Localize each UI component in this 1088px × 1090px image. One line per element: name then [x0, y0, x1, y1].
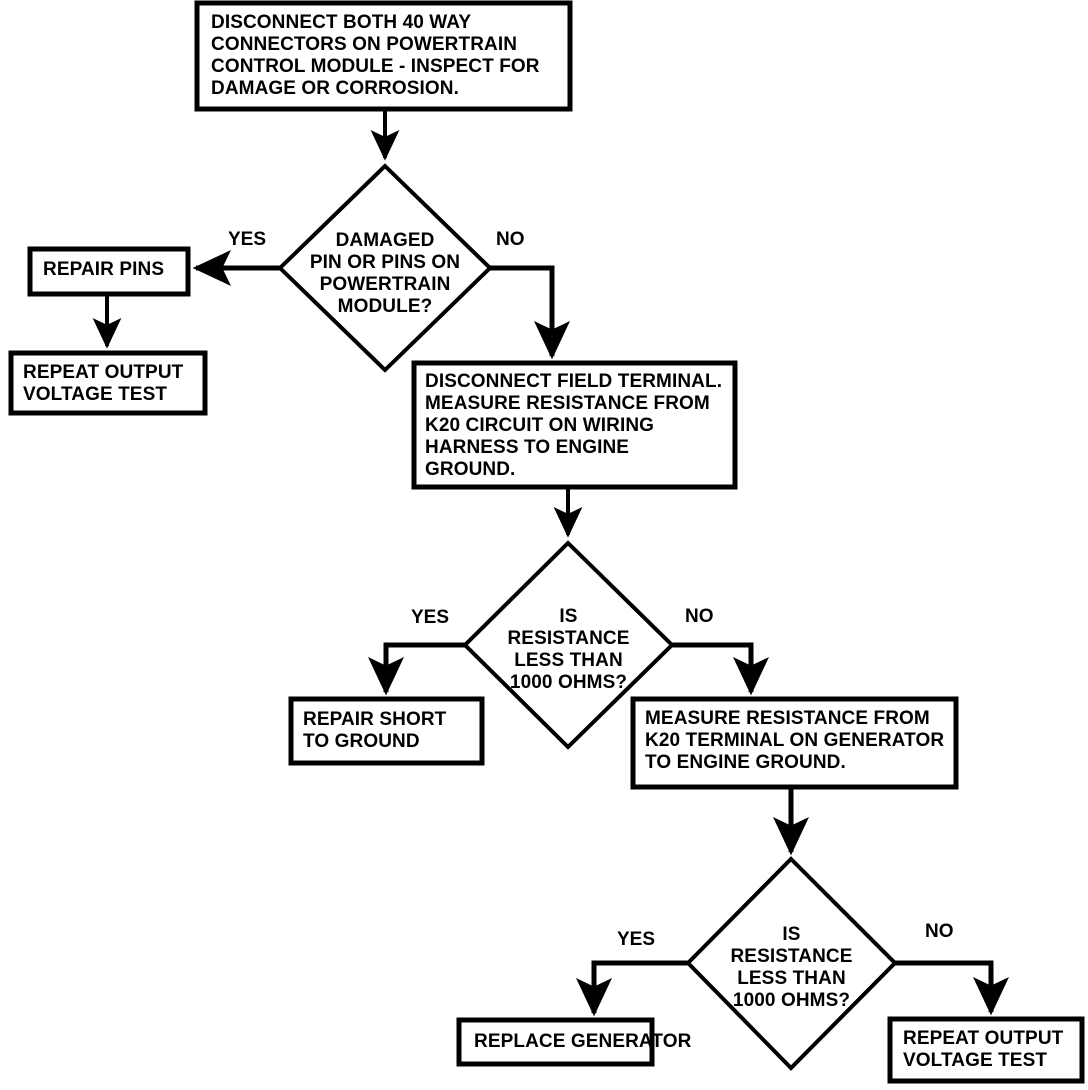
node-label-resistance-generator-decision: IS RESISTANCE LESS THAN 1000 OHMS?	[730, 924, 853, 1012]
edge-label-resistance-harness-no: NO	[685, 606, 714, 627]
connector-d2-no-to-measure-generator	[672, 642, 769, 696]
node-shape-measure-generator-terminal	[630, 696, 959, 790]
node-shape-resistance-harness-decision	[462, 540, 675, 750]
node-label-repeat-output-voltage-test-right: REPEAT OUTPUT VOLTAGE TEST	[903, 1028, 1064, 1072]
node-shape-repeat-output-voltage-test-right	[887, 1016, 1085, 1084]
connector-d3-yes-to-replace-generator	[576, 960, 688, 1017]
node-label-replace-generator: REPLACE GENERATOR	[474, 1031, 692, 1052]
connector-d2-yes-to-repair-short	[368, 642, 465, 696]
edge-label-damaged-pins-yes: YES	[228, 229, 267, 250]
edge-label-damaged-pins-no: NO	[496, 229, 525, 250]
node-shape-resistance-generator-decision	[685, 856, 898, 1071]
connector-d3-no-to-repeat-test	[895, 960, 1009, 1016]
node-shape-damaged-pins-decision	[277, 163, 493, 373]
node-label-damaged-pins-decision: DAMAGED PIN OR PINS ON POWERTRAIN MODULE…	[309, 230, 461, 318]
node-shape-replace-generator	[456, 1017, 655, 1067]
edge-label-resistance-harness-yes: YES	[411, 607, 450, 628]
node-shape-disconnect-connectors	[194, 0, 573, 112]
node-label-repair-short-to-ground: REPAIR SHORT TO GROUND	[303, 709, 447, 753]
node-label-disconnect-field-terminal: DISCONNECT FIELD TERMINAL. MEASURE RESIS…	[425, 371, 723, 481]
node-label-repair-pins: REPAIR PINS	[43, 259, 165, 280]
node-label-repeat-output-voltage-test-left: REPEAT OUTPUT VOLTAGE TEST	[23, 362, 184, 406]
node-shape-repeat-output-voltage-test-left	[8, 350, 208, 416]
node-shape-repair-short-to-ground	[288, 696, 485, 766]
node-label-measure-generator-terminal: MEASURE RESISTANCE FROM K20 TERMINAL ON …	[645, 708, 945, 774]
node-shape-disconnect-field-terminal	[411, 360, 738, 490]
edge-label-resistance-generator-yes: YES	[617, 929, 656, 950]
connector-d1-no-to-disconnect-field	[490, 265, 570, 360]
node-label-resistance-harness-decision: IS RESISTANCE LESS THAN 1000 OHMS?	[507, 606, 630, 694]
edge-label-resistance-generator-no: NO	[925, 921, 954, 942]
node-label-disconnect-connectors: DISCONNECT BOTH 40 WAY CONNECTORS ON POW…	[211, 12, 540, 100]
